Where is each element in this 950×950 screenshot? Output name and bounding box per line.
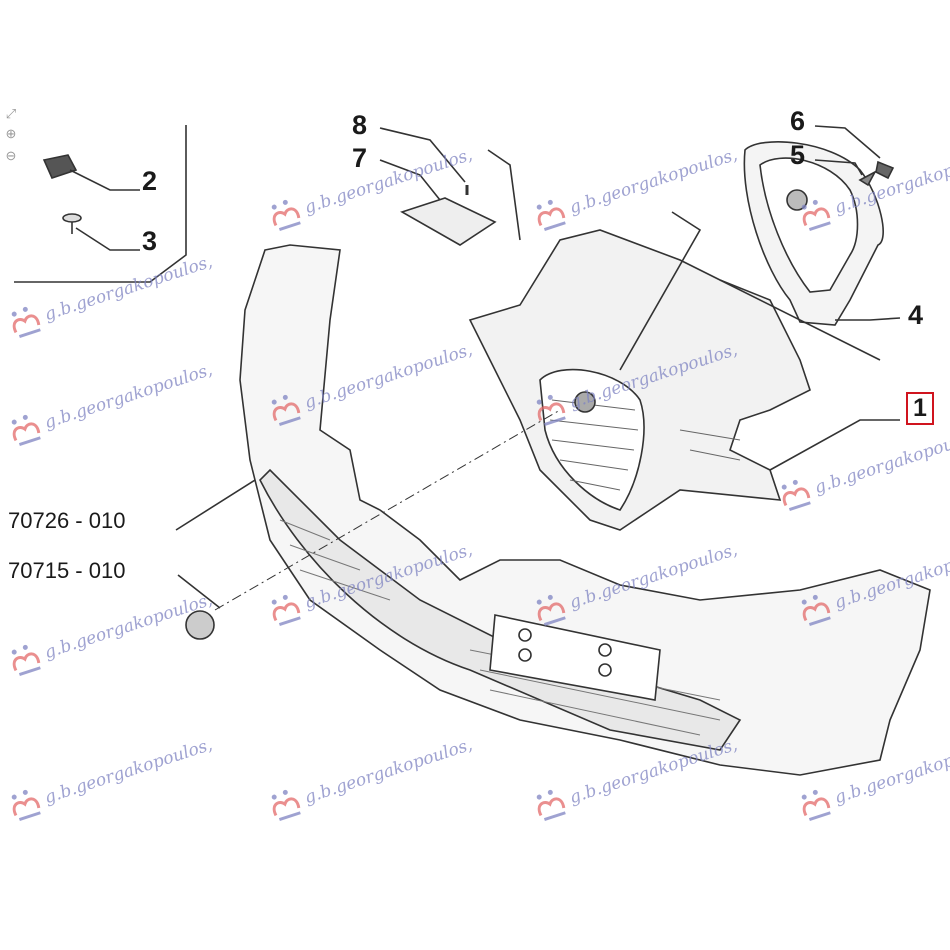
- watermark: g.b.georgakopoulos,: [530, 140, 741, 234]
- bracket-part-7: [400, 197, 497, 246]
- watermark: g.b.georgakopoulos,: [775, 420, 950, 514]
- part-code-emblem[interactable]: 70715 - 010: [8, 558, 126, 583]
- watermark: g.b.georgakopoulos,: [5, 585, 216, 679]
- callout-8[interactable]: 8: [352, 110, 368, 140]
- callout-7[interactable]: 7: [352, 143, 368, 173]
- license-plate-mount: [489, 614, 661, 701]
- watermark: g.b.georgakopoulos,: [5, 730, 216, 824]
- watermark-logo-icon: [795, 195, 837, 234]
- callout-4[interactable]: 4: [908, 300, 924, 330]
- watermark: g.b.georgakopoulos,: [265, 535, 476, 629]
- watermark-logo-icon: [795, 785, 837, 824]
- callout-1-highlighted[interactable]: 1: [906, 392, 934, 425]
- callout-2[interactable]: 2: [142, 166, 158, 196]
- watermark-logo-icon: [5, 785, 47, 824]
- watermark: g.b.georgakopoulos,: [265, 140, 476, 234]
- watermark-logo-icon: [530, 590, 572, 629]
- watermark-logo-icon: [265, 195, 307, 234]
- callout-6[interactable]: 6: [790, 106, 806, 136]
- watermark: g.b.georgakopoulos,: [265, 730, 476, 824]
- watermark: g.b.georgakopoulos,: [5, 355, 216, 449]
- emblem-part-70715: [185, 610, 215, 640]
- clip-part-6: [875, 160, 895, 180]
- watermark: g.b.georgakopoulos,: [5, 247, 216, 341]
- watermark-logo-icon: [775, 475, 817, 514]
- zoom-out-icon[interactable]: ⊖: [5, 148, 17, 163]
- watermark: g.b.georgakopoulos,: [795, 730, 950, 824]
- clip-part-2: [42, 154, 78, 179]
- watermark-logo-icon: [5, 640, 47, 679]
- watermark-logo-icon: [5, 302, 47, 341]
- watermark-logo-icon: [530, 785, 572, 824]
- callout-5[interactable]: 5: [790, 140, 806, 170]
- watermark: g.b.georgakopoulos,: [265, 335, 476, 429]
- watermark-logo-icon: [530, 195, 572, 234]
- watermark: g.b.georgakopoulos,: [795, 140, 950, 234]
- watermark-logo-icon: [265, 390, 307, 429]
- watermark-logo-icon: [5, 410, 47, 449]
- watermark-logo-icon: [265, 590, 307, 629]
- inset-frame: [14, 125, 187, 283]
- watermark: g.b.georgakopoulos,: [795, 535, 950, 629]
- zoom-in-icon[interactable]: ⊕: [5, 126, 17, 141]
- watermark: g.b.georgakopoulos,: [530, 730, 741, 824]
- watermark-logo-icon: [530, 390, 572, 429]
- part-code-grille-assembly[interactable]: 70726 - 010: [8, 508, 126, 533]
- callout-3[interactable]: 3: [142, 226, 158, 256]
- clip-part-5: [858, 170, 877, 187]
- watermark-logo-icon: [265, 785, 307, 824]
- watermark: g.b.georgakopoulos,: [530, 335, 741, 429]
- screw-part-3: [62, 213, 82, 223]
- watermark-logo-icon: [795, 590, 837, 629]
- watermark: g.b.georgakopoulos,: [530, 535, 741, 629]
- fit-view-icon[interactable]: ⤢: [5, 106, 17, 121]
